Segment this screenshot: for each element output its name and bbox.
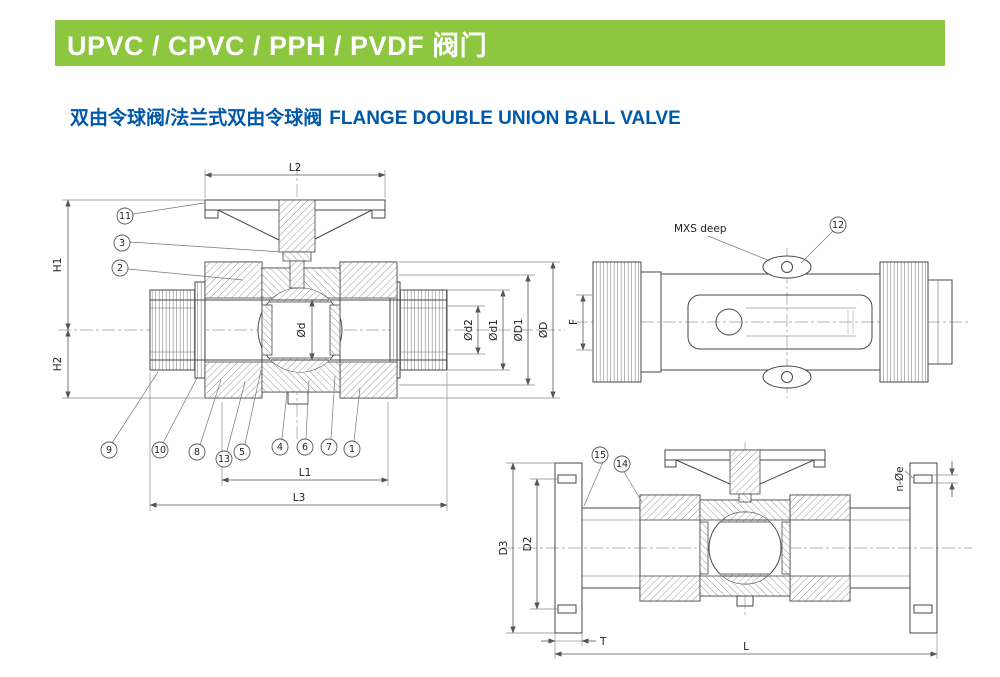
- svg-text:9: 9: [106, 445, 112, 456]
- side-callout-leaders: [800, 230, 834, 264]
- side-handle-top: [687, 294, 873, 350]
- mounting-ear-bottom: [762, 365, 812, 389]
- front-callout-leaders: [111, 202, 361, 452]
- seat-right: [329, 304, 341, 356]
- callout-2: 2: [111, 259, 129, 277]
- svg-text:12: 12: [832, 220, 844, 231]
- flange-seat-right: [781, 521, 791, 575]
- dim-label-d3: D3: [498, 541, 510, 556]
- callout-15: 15: [591, 446, 609, 464]
- dim-label-d2: D2: [522, 537, 534, 552]
- flange-seat-left: [699, 521, 709, 575]
- bolt-hole-right-top: [913, 474, 933, 484]
- dim-label-oD: ØD: [538, 322, 550, 338]
- stem-packing: [282, 251, 312, 262]
- svg-text:10: 10: [154, 445, 166, 456]
- bolt-hole-right-bottom: [913, 604, 933, 614]
- dim-label-h1: H1: [52, 258, 64, 273]
- dim-label-l3: L3: [293, 492, 306, 504]
- svg-text:6: 6: [302, 442, 308, 453]
- header-banner: UPVC / CPVC / PPH / PVDF 阀门: [55, 20, 945, 66]
- stem: [289, 260, 305, 289]
- svg-text:4: 4: [277, 442, 283, 453]
- dim-label-od: Ød: [296, 323, 308, 338]
- thread-left: [194, 281, 206, 379]
- mounting-hole-bottom: [781, 371, 793, 383]
- dim-label-h2: H2: [52, 357, 64, 372]
- callout-14: 14: [613, 455, 631, 473]
- callout-6: 6: [296, 438, 314, 456]
- side-end-right: [927, 279, 953, 365]
- callout-12: 12: [829, 216, 847, 234]
- front-callouts: 11 3 2 9 10 8 13 5 4 6 7 1: [100, 202, 361, 468]
- svg-text:5: 5: [239, 447, 245, 458]
- bottom-plug: [287, 391, 309, 405]
- subtitle-chinese: 双由令球阀/法兰式双由令球阀: [70, 108, 323, 129]
- technical-drawing: L2 H1 H2 Ød Ød2 Ød1 ØD1 ØD L1 L3 11 3 2 …: [52, 162, 972, 659]
- dim-label-od1: Ød1: [488, 319, 500, 341]
- svg-text:1: 1: [349, 444, 355, 455]
- callout-11: 11: [116, 207, 134, 225]
- svg-text:7: 7: [326, 442, 332, 453]
- front-view: L2 H1 H2 Ød Ød2 Ød1 ØD1 ØD L1 L3 11 3 2 …: [52, 162, 565, 511]
- front-dimensions: L2 H1 H2 Ød Ød2 Ød1 ØD1 ØD L1 L3: [52, 162, 560, 511]
- svg-text:8: 8: [194, 447, 200, 458]
- end-connector-right: [396, 289, 448, 371]
- flange-handle-hub: [729, 449, 761, 495]
- flange-valve-body: [554, 449, 938, 634]
- svg-text:3: 3: [119, 238, 125, 249]
- flange-stem: [738, 493, 752, 503]
- callout-9: 9: [100, 441, 118, 459]
- subtitle-english: FLANGE DOUBLE UNION BALL VALVE: [329, 108, 681, 129]
- bolt-hole-left-bottom: [557, 604, 577, 614]
- dim-label-l: L: [743, 641, 749, 653]
- dim-label-l2: L2: [289, 162, 302, 174]
- seat-left: [261, 304, 273, 356]
- mxs-deep-label: MXS deep: [674, 223, 727, 235]
- callout-7: 7: [320, 438, 338, 456]
- flange-callouts: 15 14: [583, 446, 643, 507]
- flange-bottom-plug: [736, 595, 754, 607]
- svg-text:2: 2: [117, 263, 123, 274]
- flange-callout-leaders: [583, 461, 643, 507]
- callout-10: 10: [151, 441, 169, 459]
- svg-text:15: 15: [594, 450, 606, 461]
- dim-label-t: T: [599, 636, 607, 648]
- side-dimensions: F MXS deep: [568, 223, 771, 351]
- handle-pivot: [715, 308, 743, 336]
- dim-label-noe: n-Øe: [894, 466, 906, 491]
- flange-dimensions: D3 D2 T L n-Øe: [498, 461, 958, 659]
- page-title: UPVC / CPVC / PPH / PVDF 阀门: [67, 30, 488, 61]
- mxs-leader: [707, 235, 771, 262]
- mounting-hole-top: [781, 261, 793, 273]
- callout-4: 4: [271, 438, 289, 456]
- flange-view: D3 D2 T L n-Øe 15 14: [498, 442, 972, 659]
- dim-label-oD1: ØD1: [513, 318, 525, 341]
- dim-label-od2: Ød2: [463, 319, 475, 341]
- callout-8: 8: [188, 443, 206, 461]
- side-union-nut-left: [592, 261, 642, 383]
- side-union-nut-right: [879, 261, 929, 383]
- callout-13: 13: [215, 450, 233, 468]
- noe-leader: [904, 470, 914, 479]
- svg-text:11: 11: [119, 211, 131, 222]
- dim-label-l1: L1: [299, 467, 312, 479]
- flange-ball: [708, 511, 782, 585]
- product-subtitle: 双由令球阀/法兰式双由令球阀 FLANGE DOUBLE UNION BALL V…: [70, 103, 681, 130]
- callout-3: 3: [113, 234, 131, 252]
- svg-text:14: 14: [616, 459, 628, 470]
- callout-5: 5: [233, 443, 251, 461]
- side-valve-body: [592, 255, 953, 389]
- bolt-hole-left-top: [557, 474, 577, 484]
- side-callouts: 12: [800, 216, 847, 264]
- svg-text:13: 13: [218, 454, 230, 465]
- side-view: F MXS deep 12: [568, 216, 968, 398]
- front-handle: [204, 199, 386, 289]
- callout-1: 1: [343, 440, 361, 458]
- handle-hub: [278, 199, 316, 253]
- mounting-ear-top: [762, 255, 812, 279]
- dim-label-f: F: [568, 319, 580, 325]
